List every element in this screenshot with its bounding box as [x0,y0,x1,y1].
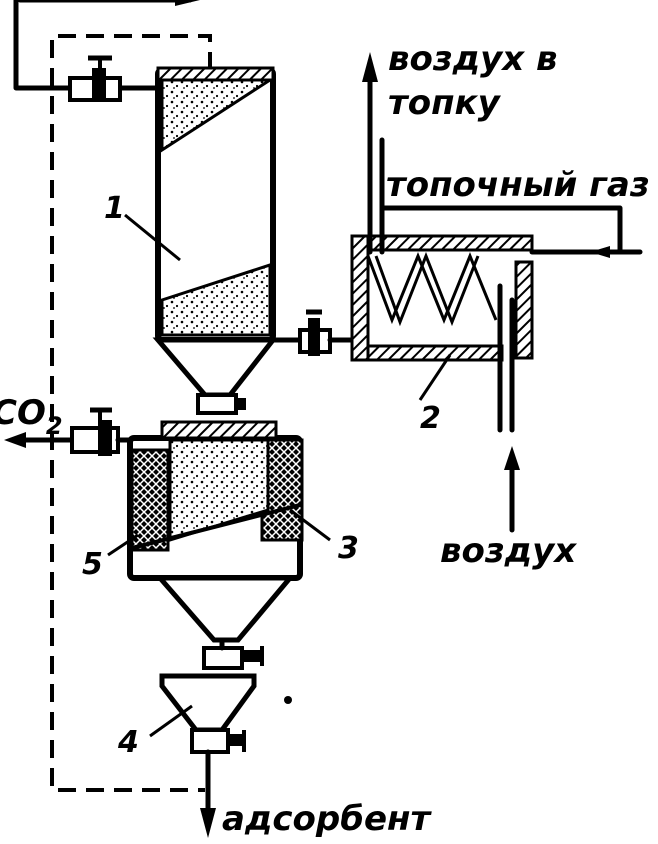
label-air-to-furnace-2: топку [388,83,502,123]
label-adsorbent: адсорбент [222,799,433,839]
flue-gas-line [381,205,643,258]
number-3: 3 [338,531,359,566]
top-valve [68,55,122,102]
label-co2: CO2 [0,393,63,440]
label-air-to-furnace-1: воздух в [388,39,558,79]
vessel-3-adsorber [127,420,304,670]
top-recycle-line [13,0,200,91]
air-outlet-pipe [362,52,385,255]
label-co2-main: CO [0,393,46,433]
label-co2-sub: 2 [46,412,63,440]
vessel-1-column [152,66,279,415]
number-2: 2 [420,401,441,436]
number-4: 4 [117,725,139,760]
heater-2 [350,234,534,362]
number-5: 5 [82,547,103,582]
hopper-4 [159,673,292,838]
leader-lines [107,213,452,738]
air-inlet-pipe [497,283,520,533]
dashed-recycle-loop [50,34,212,792]
label-flue-gas: топочный газ [386,165,650,205]
number-1: 1 [104,191,125,226]
label-air-in: воздух [440,531,577,571]
side-pipe-valve [270,309,355,356]
